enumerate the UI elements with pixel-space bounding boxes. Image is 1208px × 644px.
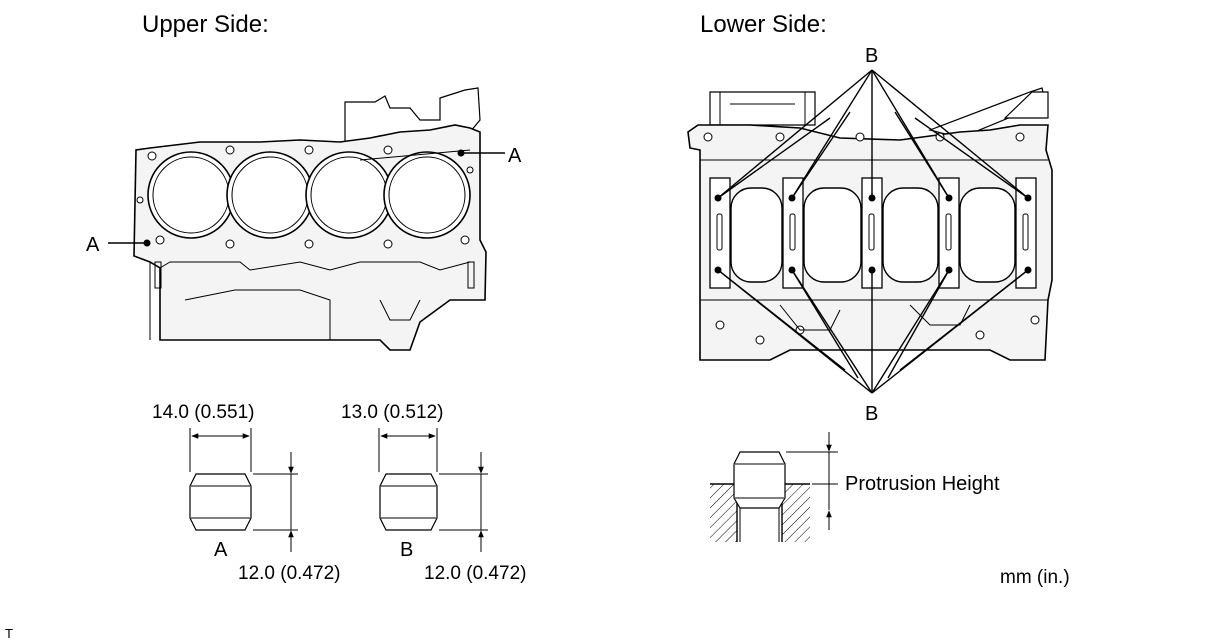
protrusion-height-label: Protrusion Height — [845, 473, 1000, 495]
pin-b-width-dimension: 13.0 (0.512) — [341, 402, 443, 423]
corner-mark: T — [5, 626, 13, 641]
pin-a-width-dimension: 14.0 (0.551) — [152, 402, 254, 423]
upper-pin-label-left: A — [86, 234, 100, 256]
units-label: mm (in.) — [1000, 567, 1070, 588]
lower-pin-label-top: B — [865, 45, 878, 67]
upper-cylinder-block — [133, 87, 487, 351]
lower-side-heading: Lower Side: — [700, 11, 827, 38]
pin-a-label: A — [214, 539, 228, 561]
lower-cylinder-block — [687, 87, 1053, 361]
upper-pin-label-right: A — [508, 145, 522, 167]
pin-b-drawing — [378, 428, 488, 552]
upper-pin-marker-right — [457, 149, 505, 157]
pin-b-label: B — [400, 539, 413, 561]
lower-pin-leaders-top — [717, 69, 1029, 199]
pin-a-drawing — [189, 428, 298, 552]
pin-b-height-dimension: 12.0 (0.472) — [424, 563, 526, 584]
lower-pin-leaders-bottom — [717, 269, 1029, 394]
lower-pin-dots — [714, 194, 1032, 274]
lower-pin-label-bottom: B — [865, 403, 878, 425]
upper-pin-marker-left — [108, 239, 151, 247]
pin-a-height-dimension: 12.0 (0.472) — [238, 563, 340, 584]
protrusion-drawing — [710, 432, 838, 542]
upper-side-heading: Upper Side: — [142, 11, 269, 38]
